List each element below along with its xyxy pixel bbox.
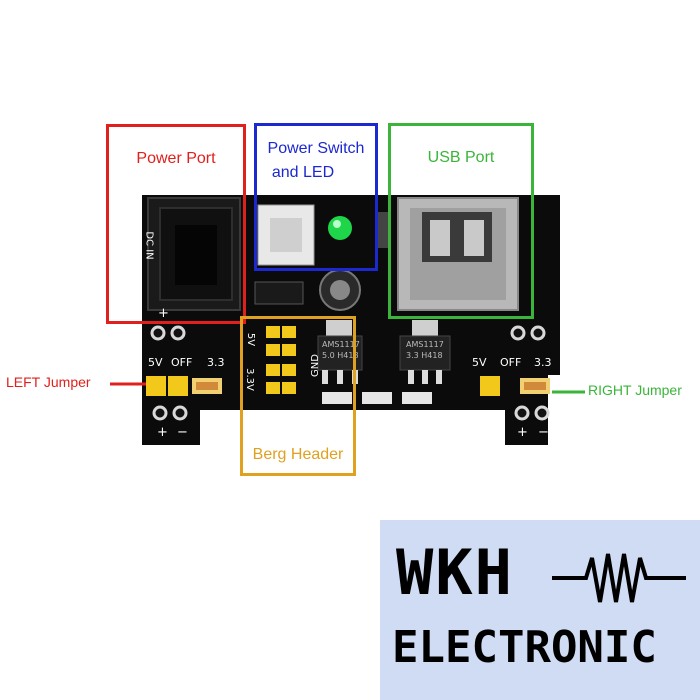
logo-panel: WKH ELECTRONIC [380,520,700,700]
silk-reg1-line1: AMS1117 [322,340,360,349]
silk-right-plus: + [517,425,528,440]
silk-right-5v: 5V [472,356,487,369]
diode [254,281,304,305]
power-switch-callout [254,123,378,271]
capacitor [319,269,361,311]
smd-components [322,392,432,404]
silk-reg2-line1: AMS1117 [406,340,444,349]
silk-reg1-line2: 5.0 H418 [322,351,359,360]
usb-port-label: USB Port [427,149,495,166]
silk-reg2-line2: 3.3 H418 [406,351,443,360]
power-switch [257,204,315,266]
right-jumper-pins [480,376,550,396]
right-jumper-label: RIGHT Jumper [588,382,682,398]
silk-top-plus: + [158,306,169,321]
silk-left-plus: + [157,425,168,440]
silk-left-minus: − [177,425,188,440]
power-switch-label-2: and LED [271,164,335,181]
regulator-33v [399,320,451,384]
usb-port [397,197,519,311]
silk-left-off: OFF [171,356,193,369]
silk-left-33: 3.3 [207,356,225,369]
power-port-label: Power Port [136,150,216,167]
resistor-waveform-icon [552,553,686,603]
berg-header-pins [266,326,296,394]
left-jumper-pins [146,376,222,396]
berg-header-label: Berg Header [252,446,344,463]
silk-right-33: 3.3 [534,356,552,369]
pads [150,325,550,421]
silk-right-off: OFF [500,356,522,369]
dc-jack [147,197,241,311]
silk-right-minus: − [538,425,549,440]
logo-sub: ELECTRONIC [392,622,657,673]
power-switch-label-1: Power Switch [267,140,365,157]
berg-header-callout [240,316,356,476]
left-jumper-label: LEFT Jumper [6,374,91,390]
led [328,216,352,240]
usb-port-callout [388,123,534,319]
power-port-callout [106,124,246,324]
silk-left-5v: 5V [148,356,163,369]
logo-name: WKH [396,536,514,609]
